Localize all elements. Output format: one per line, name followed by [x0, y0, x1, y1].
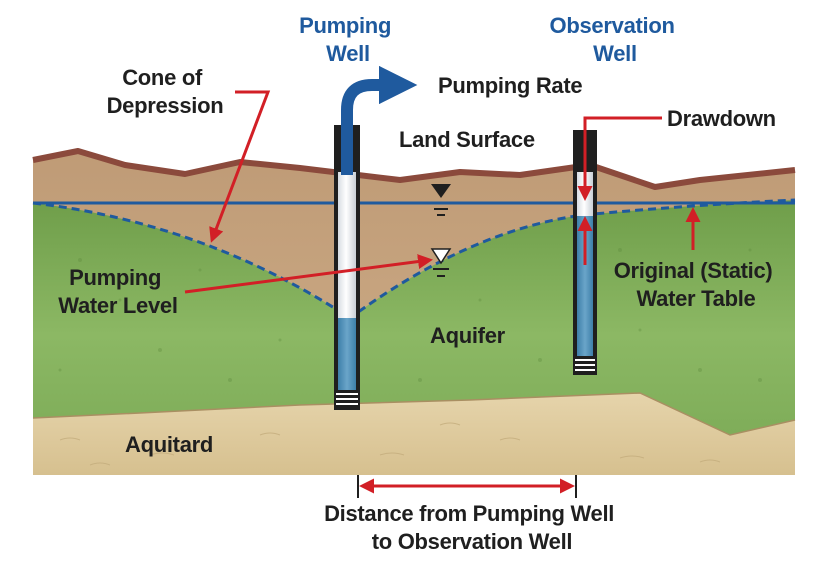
land-surface-line — [32, 148, 796, 190]
cone-of-depression-label: Cone of Depression — [107, 65, 224, 118]
pumping-water-level-pointer — [184, 254, 433, 294]
static-water-level-symbol — [431, 184, 451, 216]
drawdown-pointer — [577, 116, 662, 201]
aquitard-top-edge — [32, 392, 796, 436]
original-water-table-label: Original (Static) Water Table — [614, 258, 779, 311]
aquitard-label: Aquitard — [125, 432, 213, 457]
drawdown-label: Drawdown — [667, 106, 776, 131]
pumping-well-screen — [336, 393, 358, 405]
observation-well-screen — [575, 359, 595, 371]
pumping-rate-label: Pumping Rate — [438, 73, 582, 98]
distance-arrow — [357, 475, 577, 498]
distance-label: Distance from Pumping Well to Observatio… — [324, 501, 620, 554]
aquifer-label: Aquifer — [430, 323, 506, 348]
pumping-water-level-symbol — [430, 248, 452, 277]
land-surface-label: Land Surface — [399, 127, 535, 152]
observation-well-title: Observation Well — [550, 13, 681, 66]
aquifer-texture — [58, 248, 762, 382]
cone-of-depression-pointer — [209, 90, 271, 243]
aquitard-texture — [59, 422, 721, 466]
pumping-rate-arrow — [341, 65, 418, 175]
pumping-water-level-label: Pumping Water Level — [58, 265, 177, 318]
pumping-well — [334, 125, 360, 410]
aquitard-zone — [33, 393, 795, 475]
pumping-well-title: Pumping Well — [299, 13, 397, 66]
